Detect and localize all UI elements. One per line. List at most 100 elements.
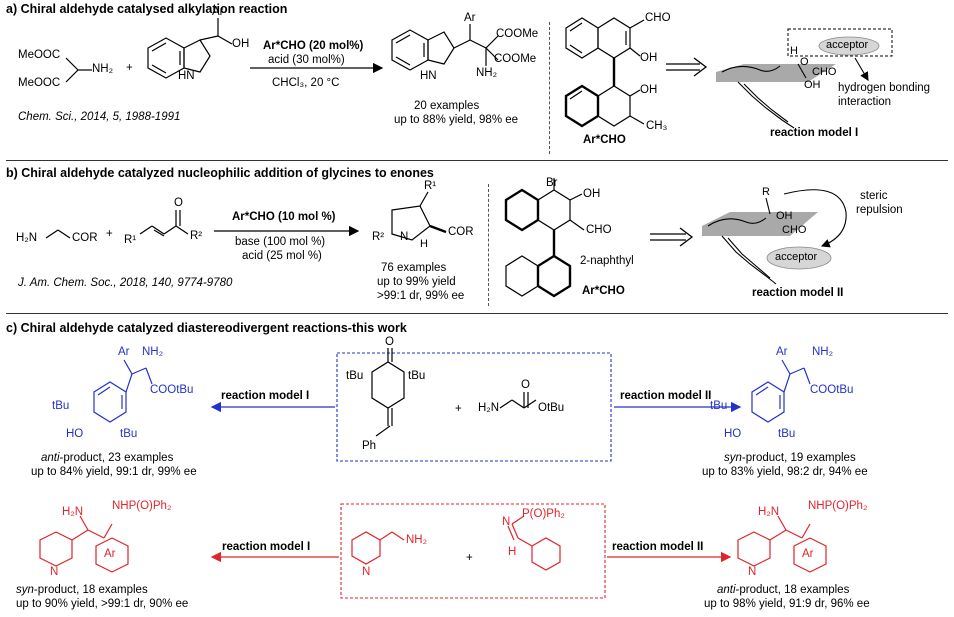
syn-top-ester: COOtBu xyxy=(810,384,854,396)
indole-hn: HN xyxy=(178,70,195,82)
separator-b-c xyxy=(6,313,948,314)
glycine-h2n: H₂N xyxy=(16,232,38,244)
anti-top-result2: up to 84% yield, 99:1 dr, 99% ee xyxy=(31,466,197,478)
model-I-oh: OH xyxy=(804,79,821,91)
catalyst-b-cho: CHO xyxy=(586,224,612,236)
model-I-drawing xyxy=(716,28,893,129)
syn-top-nh2: NH₂ xyxy=(812,346,834,358)
product-b-n: N xyxy=(400,231,409,243)
malonate-ester-bottom: MeOOC xyxy=(18,77,61,89)
indole-oh: OH xyxy=(232,38,250,50)
model-II-acceptor: acceptor xyxy=(775,251,818,263)
anti-bottom-n: N xyxy=(748,566,757,578)
product-a-amine: NH₂ xyxy=(476,67,498,79)
model-I-hb2: interaction xyxy=(838,96,892,108)
model-II-r: R xyxy=(762,186,770,198)
malonate-amine: NH₂ xyxy=(92,63,114,75)
enone-r2: R² xyxy=(190,230,203,242)
catalyst-b-br: Br xyxy=(546,177,558,189)
n-phosphinoyl-imine-structure xyxy=(507,515,561,571)
blue-substrates-box xyxy=(336,352,612,462)
blue-arrow-right-label: reaction model II xyxy=(620,390,712,402)
syn-bottom-n: N xyxy=(50,566,59,578)
product-b-h: H xyxy=(420,238,428,250)
model-II-drawing xyxy=(702,189,847,285)
syn-bottom-result2: up to 90% yield, >99:1 dr, 90% ee xyxy=(16,598,189,610)
bromo-binaphthyl-aldehyde-structure xyxy=(504,178,585,298)
pyrroline-product-structure xyxy=(391,191,447,241)
model-II-label: reaction model II xyxy=(752,287,844,299)
result-b-examples: 76 examples xyxy=(381,262,447,274)
product-a-ester1: COOMe xyxy=(496,28,539,40)
double-arrow-b xyxy=(650,227,694,247)
plus-a: + xyxy=(126,62,133,74)
syn-top-tbu2: tBu xyxy=(778,428,796,440)
condition-a-acid: acid (30 mol%) xyxy=(268,54,345,66)
indole-ar: Ar xyxy=(212,6,224,18)
anti-top-tbu1: tBu xyxy=(52,400,70,412)
divider-a xyxy=(549,22,550,154)
syn-top-result1: syn-product, 19 examples xyxy=(724,452,856,464)
catalyst-a-label: Ar*CHO xyxy=(583,134,626,146)
anti-top-result1: anti-product, 23 examples xyxy=(41,452,174,464)
anti-bottom-h2n: H₂N xyxy=(758,506,780,518)
section-c-title: c) Chiral aldehyde catalyzed diastereodi… xyxy=(6,321,407,335)
condition-b-acid: acid (25 mol %) xyxy=(242,250,322,262)
imine-h: H xyxy=(508,546,517,558)
indole-carbinol-structure xyxy=(147,18,233,79)
model-I-o: O xyxy=(800,56,809,68)
plus-c-top: + xyxy=(455,403,462,415)
separator-a-b xyxy=(6,160,948,161)
anti-bottom-nhp: NHP(O)Ph₂ xyxy=(808,500,868,512)
anti-top-nh2: NH₂ xyxy=(142,346,164,358)
catalyst-b-label: Ar*CHO xyxy=(582,285,625,297)
plus-b: + xyxy=(106,228,113,240)
picolylamine-n: N xyxy=(362,566,371,578)
anti-bottom-result1: anti-product, 18 examples xyxy=(717,584,850,596)
section-a-title: a) Chiral aldehyde catalysed alkylation … xyxy=(6,2,288,16)
alkylation-product-structure xyxy=(391,24,499,71)
syn-diamine-product-structure xyxy=(39,515,129,573)
model-II-oh: OH xyxy=(776,210,793,222)
glycine-cor: COR xyxy=(72,232,98,244)
anti-bottom-result2: up to 98% yield, 91:9 dr, 96% ee xyxy=(704,598,870,610)
product-b-r1: R¹ xyxy=(424,180,437,192)
syn-bottom-h2n: H₂N xyxy=(62,506,84,518)
syn-bottom-nhp: NHP(O)Ph₂ xyxy=(112,500,172,512)
blue-arrow-left-label: reaction model I xyxy=(221,390,310,402)
result-a-examples: 20 examples xyxy=(414,100,480,112)
syn-bottom-result1: syn-product, 18 examples xyxy=(16,584,148,596)
qm-o: O xyxy=(385,336,394,348)
condition-a-catalyst: Ar*CHO (20 mol%) xyxy=(263,40,364,52)
quinone-methide-structure xyxy=(371,348,405,437)
anti-top-ho: HO xyxy=(66,428,84,440)
picolylamine-nh2: NH₂ xyxy=(406,534,428,546)
product-a-hn: HN xyxy=(420,70,437,82)
condition-b-base: base (100 mol %) xyxy=(235,236,326,248)
model-I-acceptor: acceptor xyxy=(826,39,869,51)
model-I-cho: CHO xyxy=(812,66,837,78)
model-I-h: H xyxy=(790,45,798,57)
catalyst-a-oh1: OH xyxy=(640,52,658,64)
citation-a: Chem. Sci., 2014, 5, 1988-1991 xyxy=(18,111,181,123)
product-b-cor: COR xyxy=(448,226,474,238)
aminomalonate-structure xyxy=(65,57,92,83)
syn-top-ho: HO xyxy=(724,428,742,440)
glyester-h2n: H₂N xyxy=(478,402,500,414)
glycine-structure xyxy=(45,229,71,239)
syn-top-result2: up to 83% yield, 98:2 dr, 94% ee xyxy=(702,466,868,478)
result-b-yield: up to 99% yield xyxy=(377,276,456,288)
result-a-yield: up to 88% yield, 98% ee xyxy=(394,114,519,126)
picolylamine-structure xyxy=(351,531,405,565)
product-a-ar: Ar xyxy=(464,12,476,24)
imine-n: N xyxy=(502,516,511,528)
qm-tbu-left: tBu xyxy=(346,370,364,382)
model-II-cho: CHO xyxy=(782,224,807,236)
catalyst-b-oh: OH xyxy=(583,188,601,200)
qm-ph: Ph xyxy=(362,440,377,452)
catalyst-a-oh2: OH xyxy=(640,84,658,96)
syn-phenol-product-structure xyxy=(751,359,811,423)
catalyst-b-naphthyl: 2-naphthyl xyxy=(580,255,634,267)
product-a-ester2: COOMe xyxy=(494,53,537,65)
